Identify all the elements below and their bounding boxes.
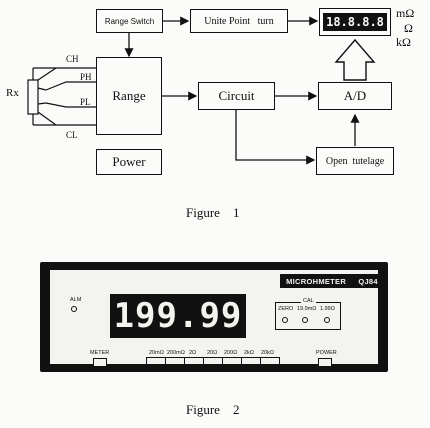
range-20ohm-button[interactable] xyxy=(204,358,223,366)
arrow-circuit-to-open xyxy=(235,110,316,165)
display-digits: 18.8.8.8 xyxy=(323,13,387,31)
cal-19mohm-knob[interactable] xyxy=(302,317,308,323)
range-20mohm-label: 20mΩ xyxy=(149,350,164,356)
brand-bar: MICROHMETER QJ84 xyxy=(280,274,384,288)
meter-label: METER xyxy=(90,350,110,356)
unit-milliohm: mΩ xyxy=(396,6,415,20)
display-box: 18.8.8.8 xyxy=(319,8,391,36)
figure2-caption: Figure 2 xyxy=(186,402,240,417)
wire-pl xyxy=(45,102,96,108)
circuit-label: Circuit xyxy=(218,88,255,103)
range-box: Range xyxy=(96,57,162,135)
power-box: Power xyxy=(96,149,162,175)
terminal-cl: CL xyxy=(66,130,78,140)
cal-zero-label: ZERO xyxy=(278,306,294,312)
wire-cl xyxy=(37,111,96,126)
unit-ohm: Ω xyxy=(404,21,413,35)
range-200ohm-label: 200Ω xyxy=(224,350,238,356)
range-2kohm-button[interactable] xyxy=(242,358,261,366)
power-label: Power xyxy=(112,154,146,169)
range-20ohm-label: 20Ω xyxy=(207,350,218,356)
range-20mohm-button[interactable] xyxy=(147,358,166,366)
ad-box: A/D xyxy=(318,82,392,110)
meter-panel: MICROHMETER QJ84 xyxy=(40,262,388,372)
range-label: Range xyxy=(112,88,146,103)
range-20kohm-button[interactable] xyxy=(261,358,279,366)
terminal-pl: PL xyxy=(80,97,91,107)
rx-label: Rx xyxy=(6,87,19,99)
meter-reading-display: 199.99 xyxy=(110,294,246,338)
range-200ohm-button[interactable] xyxy=(223,358,242,366)
cal-label: CAL xyxy=(301,298,316,304)
range-200mohm-button[interactable] xyxy=(166,358,185,366)
wire-ph xyxy=(45,81,96,91)
model-label: QJ84 xyxy=(358,276,378,286)
terminal-ph: PH xyxy=(80,72,92,82)
range-2kohm-label: 2kΩ xyxy=(244,350,254,356)
alm-label: ALM xyxy=(70,297,82,303)
power-button[interactable] xyxy=(318,358,332,367)
unite-point-box: Unite Point turn xyxy=(190,9,288,33)
range-200mohm-label: 200mΩ xyxy=(167,350,185,356)
open-tutelage-label: Open tutelage xyxy=(325,155,385,167)
range-2ohm-button[interactable] xyxy=(185,358,204,366)
figure1-caption: Figure 1 xyxy=(186,205,240,220)
range-switch-label: Range Switch xyxy=(104,16,155,26)
range-switch-box: Range Switch xyxy=(96,9,163,33)
circuit-box: Circuit xyxy=(198,82,275,110)
brand-label: MICROHMETER xyxy=(286,276,347,286)
cal-19mohm-label: 19.9mΩ xyxy=(297,306,317,312)
range-20kohm-label: 20kΩ xyxy=(261,350,274,356)
ad-label: A/D xyxy=(343,88,367,103)
cal-199ohm-knob[interactable] xyxy=(324,317,330,323)
unit-kiloohm: kΩ xyxy=(396,35,411,49)
rx-resistor xyxy=(27,79,39,115)
range-button-strip xyxy=(146,357,280,367)
cal-zero-knob[interactable] xyxy=(282,317,288,323)
meter-button[interactable] xyxy=(93,358,107,367)
cal-199ohm-label: 1.99Ω xyxy=(320,306,335,312)
arrow-ad-to-display xyxy=(334,38,376,81)
terminal-ch: CH xyxy=(66,54,79,64)
open-tutelage-box: Open tutelage xyxy=(316,147,394,175)
power-switch-label: POWER xyxy=(316,350,337,356)
range-2ohm-label: 2Ω xyxy=(189,350,197,356)
unite-point-label: Unite Point turn xyxy=(204,15,274,27)
alm-indicator xyxy=(71,306,77,312)
